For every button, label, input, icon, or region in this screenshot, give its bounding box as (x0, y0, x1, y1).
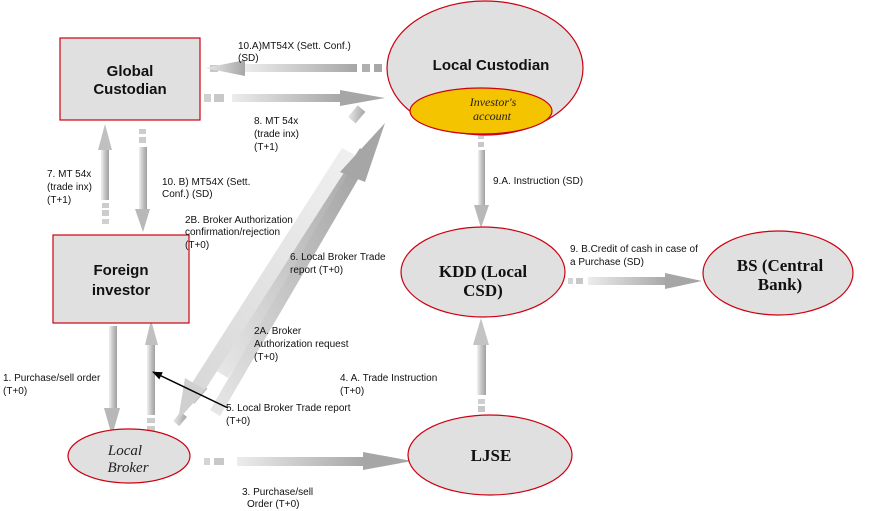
arrow-7-trade-instruction (98, 124, 112, 224)
label-10a: 10.A)MT54X (Sett. Conf.) (SD) (238, 41, 351, 64)
label-5: 5. Local Broker Trade report (T+0) (226, 403, 351, 427)
arrow-3-purchase-sell-order (204, 452, 412, 470)
label-10a-line-1: 10.A)MT54X (Sett. Conf.) (238, 41, 351, 52)
label-2a-line-1: 2A. Broker (254, 326, 302, 337)
label-3-line-1: 3. Purchase/sell (242, 487, 313, 498)
arrow-2b-broker-authorization-confirmation (178, 148, 355, 420)
global-custodian-line-2: Custodian (93, 81, 166, 98)
label-8-line-3: (T+1) (254, 142, 278, 153)
label-4a-line-1: 4. A. Trade Instruction (340, 373, 437, 384)
label-7-line-2: (trade inx) (47, 182, 92, 193)
label-6: 6. Local Broker Trade report (T+0) (290, 252, 386, 276)
arrow-1-purchase-sell-order (104, 318, 120, 436)
node-investors-account[interactable]: Investor's account (409, 87, 553, 135)
label-10b: 10. B) MT54X (Sett. Conf.) (SD) (162, 177, 250, 200)
investors-account-line-1: Investor's (469, 95, 517, 109)
local-custodian-label: Local Custodian (433, 57, 550, 74)
callout-pointer-5 (152, 371, 229, 409)
label-9b-line-1: 9. B.Credit of cash in case of (570, 244, 698, 255)
label-1: 1. Purchase/sell order (T+0) (3, 373, 101, 397)
label-8-line-2: (trade inx) (254, 129, 299, 140)
label-9a-line-1: 9.A. Instruction (SD) (493, 176, 583, 187)
label-7: 7. MT 54x (trade inx) (T+1) (47, 169, 92, 206)
ljse-label: LJSE (471, 446, 512, 465)
arrow-10a-settlement-confirmation (205, 60, 382, 76)
label-2a-line-3: (T+0) (254, 352, 278, 363)
local-broker-line-2: Broker (107, 460, 148, 476)
label-10b-line-1: 10. B) MT54X (Sett. (162, 177, 250, 188)
label-8: 8. MT 54x (trade inx) (T+1) (254, 116, 299, 153)
node-ljse[interactable]: LJSE (407, 414, 573, 496)
label-5-line-2: (T+0) (226, 416, 250, 427)
arrow-5-local-broker-trade-report (145, 320, 158, 432)
label-2b-line-1: 2B. Broker Authorization (185, 215, 293, 226)
foreign-investor-line-1: Foreign (94, 262, 149, 279)
label-2b: 2B. Broker Authorization confirmation/re… (185, 215, 293, 251)
label-7-line-1: 7. MT 54x (47, 169, 91, 180)
label-2b-line-3: (T+0) (185, 240, 209, 251)
bs-line-2: Bank) (758, 275, 802, 294)
label-1-line-2: (T+0) (3, 386, 27, 397)
label-2a: 2A. Broker Authorization request (T+0) (254, 326, 349, 363)
arrow-10b-settlement-confirmation (135, 129, 150, 232)
label-9a: 9.A. Instruction (SD) (493, 176, 583, 187)
label-3: 3. Purchase/sell Order (T+0) (242, 487, 313, 510)
foreign-investor-line-2: investor (92, 282, 151, 299)
label-5-line-1: 5. Local Broker Trade report (226, 403, 351, 414)
kdd-line-1: KDD (Local (439, 262, 528, 281)
arrow-8-trade-instruction (204, 90, 385, 106)
label-3-line-2: Order (T+0) (247, 499, 300, 510)
label-6-line-1: 6. Local Broker Trade (290, 252, 386, 263)
label-9b-line-2: a Purchase (SD) (570, 257, 644, 268)
node-global-custodian[interactable]: Global Custodian (59, 37, 201, 121)
label-9b: 9. B.Credit of cash in case of a Purchas… (570, 244, 698, 268)
node-bs-central-bank[interactable]: BS (Central Bank) (702, 230, 854, 316)
investors-account-line-2: account (473, 109, 512, 123)
label-1-line-1: 1. Purchase/sell order (3, 373, 101, 384)
label-10a-line-2: (SD) (238, 53, 259, 64)
label-2a-line-2: Authorization request (254, 339, 349, 350)
arrow-6-local-broker-trade-report (210, 123, 385, 416)
label-10b-line-2: Conf.) (SD) (162, 189, 213, 200)
label-4a-line-2: (T+0) (340, 386, 364, 397)
node-local-broker[interactable]: Local Broker (67, 428, 191, 484)
arrow-9a-instruction (474, 135, 489, 228)
label-6-line-2: report (T+0) (290, 265, 343, 276)
node-foreign-investor[interactable]: Foreign investor (52, 234, 190, 324)
node-kdd-local-csd[interactable]: KDD (Local CSD) (400, 226, 566, 318)
local-broker-line-1: Local (107, 443, 142, 459)
label-2b-line-2: confirmation/rejection (185, 227, 280, 238)
label-4a: 4. A. Trade Instruction (T+0) (340, 373, 437, 397)
arrow-9b-credit-of-cash (568, 273, 702, 289)
label-8-line-1: 8. MT 54x (254, 116, 298, 127)
label-7-line-3: (T+1) (47, 195, 71, 206)
bs-line-1: BS (Central (737, 256, 824, 275)
kdd-line-2: CSD) (463, 281, 503, 300)
global-custodian-line-1: Global (107, 63, 154, 80)
arrow-4a-trade-instruction (473, 318, 489, 412)
